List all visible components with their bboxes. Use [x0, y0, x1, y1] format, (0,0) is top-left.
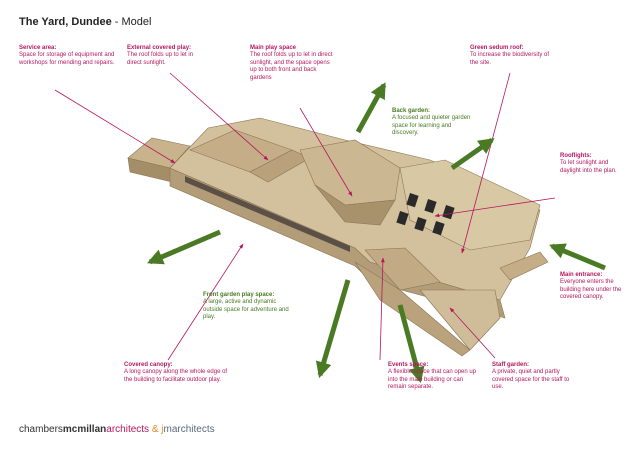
arrow-front-left — [147, 229, 221, 265]
ann-service-heading: Service area: — [19, 45, 57, 51]
folded-roof-main-lower — [314, 184, 396, 226]
page-title: The Yard, Dundee - Model — [19, 16, 151, 28]
ann-back-garden: Back garden: A focused and quieter garde… — [392, 108, 472, 138]
rooflight-3 — [432, 221, 445, 236]
rooflight-6 — [442, 205, 455, 220]
ann-front-garden-body: A large, active and dynamic outside spac… — [203, 299, 289, 321]
arrow-back-right — [450, 137, 495, 171]
title-sub: Model — [121, 16, 152, 28]
ann-main-play-body: The roof folds up to let in direct sunli… — [250, 52, 333, 81]
footer-chambers: chambers — [19, 424, 63, 435]
ann-service-area: Service area: Space for storage of equip… — [19, 45, 119, 67]
rooflight-5 — [424, 199, 437, 214]
arrow-back-garden — [355, 82, 387, 134]
ann-green-roof-body: To increase the biodiversity of the site… — [470, 52, 550, 66]
ann-green-roof-heading: Green sedum roof: — [470, 45, 524, 51]
leader-lines — [54, 72, 556, 361]
footer-architects: architects — [106, 424, 150, 435]
ann-rooflights: Rooflights: To let sunlight and daylight… — [560, 153, 630, 175]
ann-service-body: Space for storage of equipment and works… — [19, 52, 115, 66]
green-arrows — [147, 82, 606, 384]
entrance-canopy — [499, 251, 549, 281]
canopy-wedge — [354, 261, 471, 357]
ann-events-body: A flexible space that can open up into t… — [388, 369, 477, 391]
front-glazing — [185, 176, 350, 252]
ann-green-roof: Green sedum roof: To increase the biodiv… — [470, 45, 556, 67]
ann-ext-covered-heading: External covered play: — [127, 45, 192, 51]
ann-canopy-heading: Covered canopy: — [124, 362, 173, 368]
footer-and-j: & j — [149, 424, 164, 435]
ann-back-garden-body: A focused and quieter garden space for l… — [392, 115, 471, 137]
ann-staff-garden-heading: Staff garden: — [492, 362, 530, 368]
ann-front-garden: Front garden play space: A large, active… — [203, 292, 291, 322]
title-separator: - — [111, 16, 122, 28]
rooflight-2 — [414, 217, 427, 232]
ann-ext-covered-body: The roof folds up to let in direct sunli… — [127, 52, 194, 66]
ann-canopy-body: A long canopy along the whole edge of th… — [124, 369, 228, 383]
rooflight-1 — [396, 211, 409, 226]
ann-rooflights-body: To let sunlight and daylight into the pl… — [560, 160, 617, 174]
ann-events-heading: Events space: — [388, 362, 429, 368]
ann-main-entrance-body: Everyone enters the building here under … — [560, 279, 622, 301]
ann-main-play-heading: Main play space — [250, 45, 297, 51]
ann-main-entrance-heading: Main entrance: — [560, 272, 603, 278]
ann-staff-garden-body: A private, quiet and partly covered spac… — [492, 369, 570, 391]
title-main: The Yard, Dundee — [19, 16, 112, 28]
footer-mcmillan: mcmillan — [62, 424, 107, 435]
ann-back-garden-heading: Back garden: — [392, 108, 431, 114]
arrow-front-down — [315, 279, 351, 379]
rooflight-4 — [406, 193, 419, 208]
ann-rooflights-heading: Rooflights: — [560, 153, 592, 159]
ann-main-entrance: Main entrance: Everyone enters the build… — [560, 272, 630, 302]
footer-marchitects: marchitects — [163, 424, 215, 435]
ann-events-space: Events space: A flexible space that can … — [388, 362, 478, 392]
ann-front-garden-heading: Front garden play space: — [203, 292, 275, 298]
ann-external-covered-play: External covered play: The roof folds up… — [127, 45, 209, 67]
ann-staff-garden: Staff garden: A private, quiet and partl… — [492, 362, 576, 392]
footer-logo: chambersmcmillanarchitects & jmarchitect… — [19, 424, 215, 435]
ann-main-play-space: Main play space The roof folds up to let… — [250, 45, 334, 82]
staff-garden — [419, 289, 501, 351]
arrow-events-down — [397, 304, 425, 384]
arrow-main-entrance — [549, 243, 606, 271]
ann-covered-canopy: Covered canopy: A long canopy along the … — [124, 362, 234, 384]
